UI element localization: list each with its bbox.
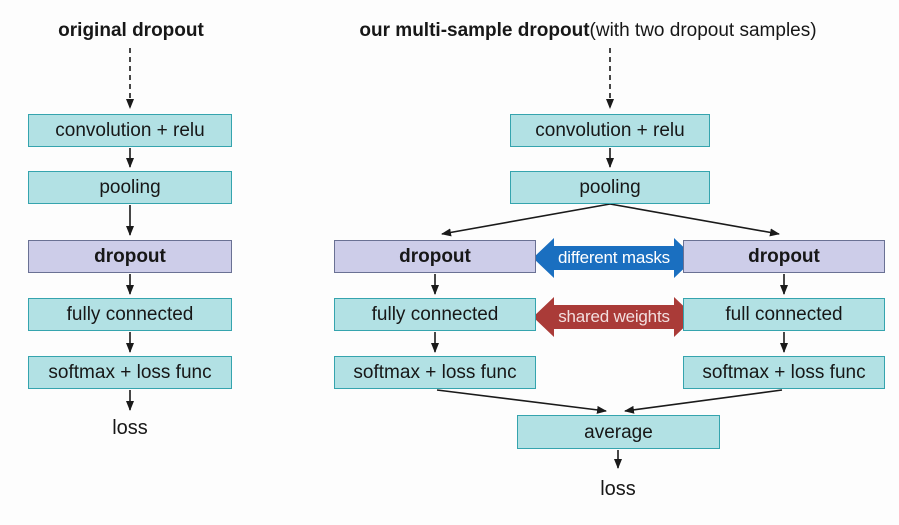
different-masks-label: different masks bbox=[558, 248, 670, 267]
converge-arrow-right bbox=[624, 389, 783, 414]
split-arrow-left bbox=[441, 203, 611, 237]
branch-left-box-fully-connected: fully connected bbox=[334, 298, 536, 331]
right-loss-label: loss bbox=[600, 478, 636, 500]
converge-arrow-left bbox=[436, 389, 607, 414]
left-column-title: original dropout bbox=[58, 20, 204, 41]
right-title-rest: (with two dropout samples) bbox=[589, 20, 817, 41]
branch-right-box-full-connected: full connected bbox=[683, 298, 885, 331]
right-box-convolution-relu: convolution + relu bbox=[510, 114, 710, 147]
right-box-average: average bbox=[517, 415, 720, 449]
branch-right-box-softmax-loss: softmax + loss func bbox=[683, 356, 885, 389]
shared-weights-label: shared weights bbox=[558, 307, 670, 326]
branch-left-box-dropout: dropout bbox=[334, 240, 536, 273]
left-box-fully-connected: fully connected bbox=[28, 298, 232, 331]
left-box-convolution-relu: convolution + relu bbox=[28, 114, 232, 147]
left-loss-label: loss bbox=[112, 417, 148, 439]
left-box-softmax-loss: softmax + loss func bbox=[28, 356, 232, 389]
right-title-bold: our multi-sample dropout bbox=[359, 20, 590, 41]
branch-right-box-dropout: dropout bbox=[683, 240, 885, 273]
left-box-dropout: dropout bbox=[28, 240, 232, 273]
right-box-pooling: pooling bbox=[510, 171, 710, 204]
branch-left-box-softmax-loss: softmax + loss func bbox=[334, 356, 536, 389]
left-box-pooling: pooling bbox=[28, 171, 232, 204]
right-column-title: our multi-sample dropout (with two dropo… bbox=[332, 19, 844, 43]
split-arrow-right bbox=[609, 203, 780, 237]
